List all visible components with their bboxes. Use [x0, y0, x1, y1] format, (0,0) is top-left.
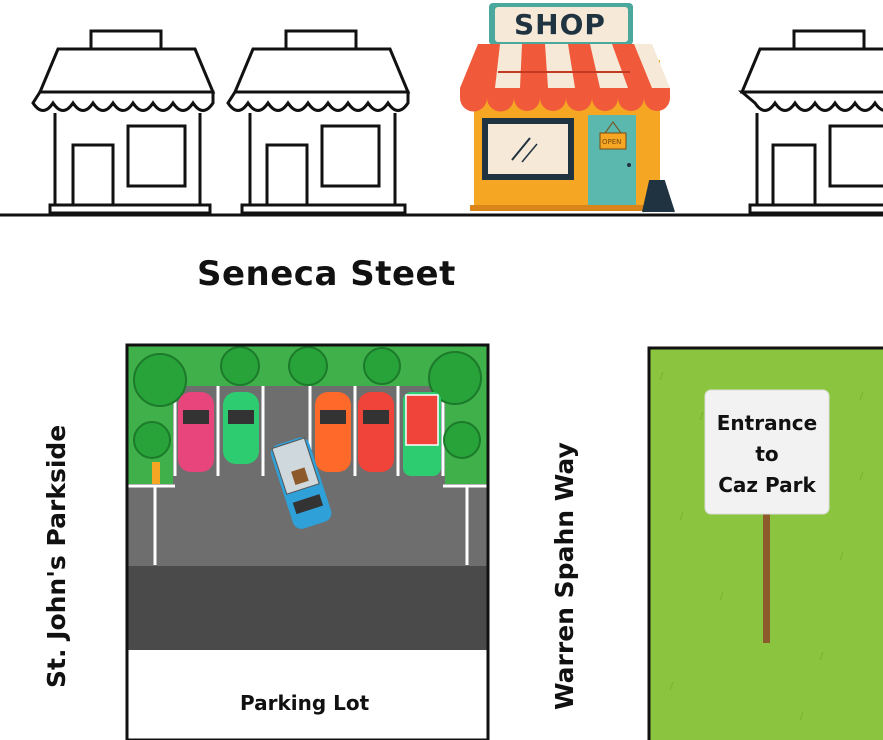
park-sign-line: Caz Park — [718, 473, 816, 497]
park-sign-text: Entrance to Caz Park — [706, 408, 828, 501]
store-outline-1 — [31, 29, 216, 215]
st-johns-parkside-label: St. John's Parkside — [42, 424, 71, 688]
car-orange — [315, 392, 351, 472]
sign-post — [763, 510, 770, 643]
shop-sign-text: SHOP — [514, 8, 606, 41]
car-pink — [178, 392, 214, 472]
car-red — [358, 392, 394, 472]
parked-cars — [178, 392, 441, 529]
open-sign-text: OPEN — [602, 138, 622, 146]
parking-lot — [125, 343, 490, 740]
seneca-street-label: Seneca Steet — [197, 254, 456, 294]
colored-shop — [460, 3, 675, 213]
store-outline-3 — [737, 29, 883, 215]
warren-spahn-way-label: Warren Spahn Way — [550, 442, 579, 710]
park-sign — [704, 389, 830, 515]
caz-park — [647, 346, 883, 740]
parking-lot-label: Parking Lot — [240, 691, 370, 715]
park-sign-line: Entrance — [716, 411, 818, 435]
car-green — [223, 392, 259, 464]
store-outline-2 — [226, 29, 411, 215]
park-sign-line: to — [755, 442, 779, 466]
